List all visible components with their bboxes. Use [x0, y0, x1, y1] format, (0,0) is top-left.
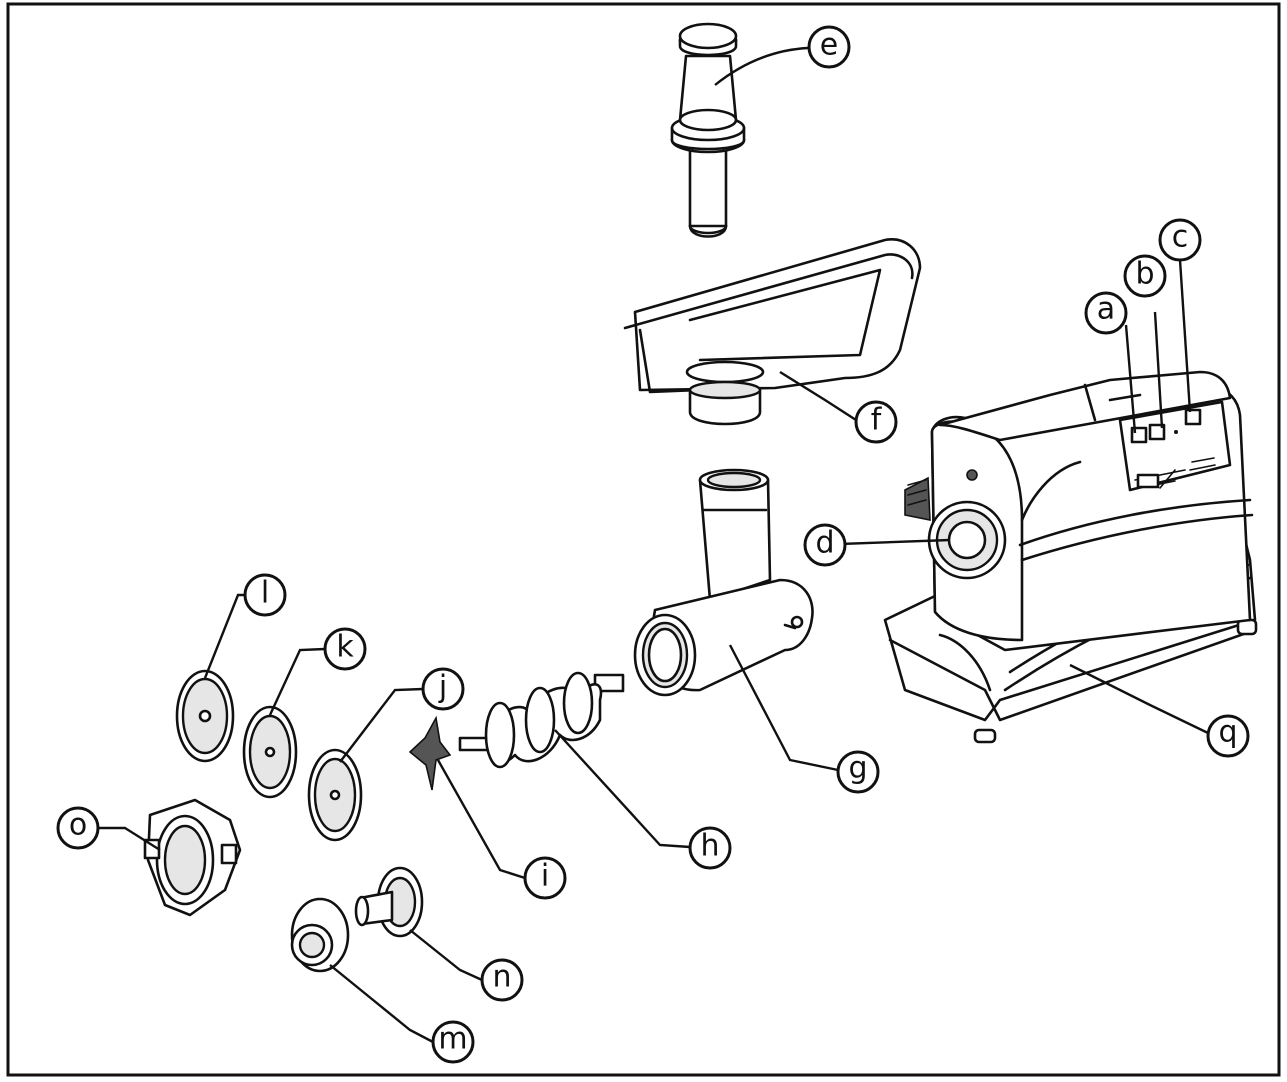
leader-f	[779, 370, 857, 422]
plate-fine	[307, 748, 363, 842]
leader-a	[1124, 324, 1137, 434]
callout-label-m: m	[438, 1022, 467, 1057]
sausage-attachment	[290, 897, 350, 973]
leader-h	[554, 729, 691, 849]
callout-f: f	[854, 400, 898, 444]
leader-m	[329, 964, 434, 1044]
callout-label-g: g	[848, 751, 867, 786]
leader-q	[1069, 663, 1209, 735]
callout-label-a: a	[1097, 292, 1115, 327]
hopper-tray	[623, 238, 922, 426]
grinding-head	[633, 468, 814, 697]
callout-l: l	[243, 573, 287, 617]
callout-label-k: k	[336, 630, 354, 665]
callout-label-j: j	[438, 670, 447, 705]
leader-j	[339, 687, 424, 763]
ring-nut	[143, 798, 242, 917]
feed-screw	[458, 671, 625, 769]
leader-c	[1178, 259, 1192, 413]
callout-k: k	[323, 627, 367, 671]
callout-n: n	[480, 958, 524, 1002]
diagram-frame	[6, 2, 1281, 1077]
motor-housing	[883, 370, 1258, 744]
callout-b: b	[1123, 254, 1167, 298]
callout-h: h	[688, 826, 732, 870]
leader-g	[728, 644, 839, 772]
callout-j: j	[421, 667, 465, 711]
callout-q: q	[1206, 714, 1250, 758]
callout-label-b: b	[1135, 257, 1154, 292]
callout-label-l: l	[261, 576, 269, 611]
callout-label-h: h	[700, 829, 719, 864]
callout-a: a	[1084, 291, 1128, 335]
callout-label-o: o	[69, 808, 87, 843]
callout-label-c: c	[1172, 220, 1189, 255]
callout-e: e	[807, 25, 851, 69]
leader-k	[268, 647, 326, 716]
callout-c: c	[1158, 218, 1202, 262]
leader-n	[409, 929, 483, 982]
plate-coarse	[175, 669, 235, 763]
leader-b	[1153, 311, 1164, 429]
leader-i	[436, 759, 526, 880]
callout-label-i: i	[541, 859, 549, 894]
leader-e	[714, 46, 809, 86]
plate-medium	[242, 705, 298, 799]
callout-label-f: f	[871, 403, 883, 438]
callout-i: i	[523, 856, 567, 900]
cutting-blade	[408, 715, 452, 791]
callout-d: d	[803, 523, 847, 567]
pusher	[670, 22, 746, 238]
leader-o	[98, 826, 161, 852]
callout-m: m	[431, 1020, 475, 1064]
callout-label-e: e	[820, 28, 838, 63]
callout-label-n: n	[492, 960, 511, 995]
callout-label-d: d	[815, 526, 834, 561]
kibbe-attachment	[354, 866, 424, 938]
callout-g: g	[836, 750, 880, 794]
callout-label-q: q	[1218, 715, 1237, 750]
callout-o: o	[56, 806, 100, 850]
